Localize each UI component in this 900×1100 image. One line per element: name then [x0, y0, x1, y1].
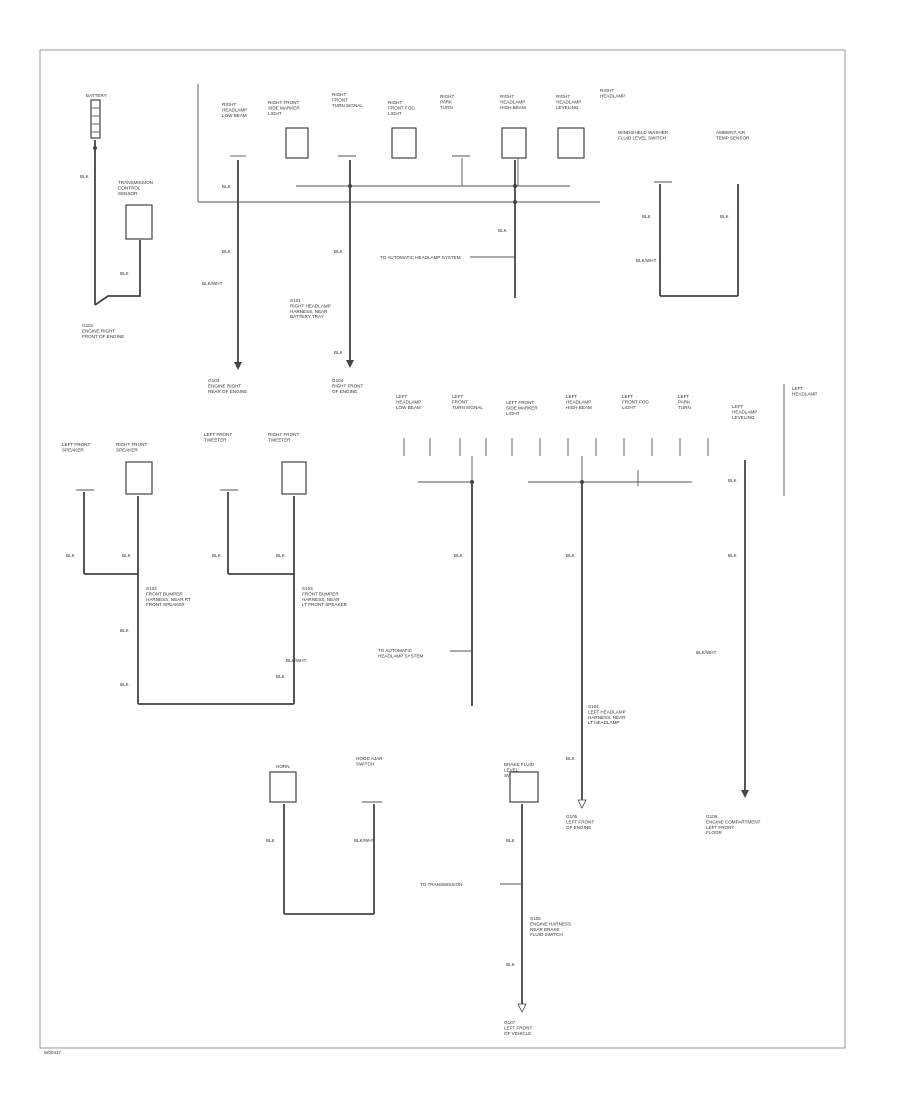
rt-fog-icon: [391, 127, 417, 159]
wire-color-label: BLK: [276, 553, 286, 558]
wire-color-label: BLK: [720, 214, 730, 219]
wire-color-label: BLK: [66, 553, 76, 558]
brake-fluid-icon: [509, 771, 539, 803]
wire-color-label: BLK/WHT: [354, 838, 375, 843]
wire-color-label: BLK: [120, 682, 130, 687]
rt-side-marker-icon: [285, 127, 309, 159]
diagram-frame: [39, 49, 846, 1049]
wire-color-label: BLK: [454, 553, 464, 558]
rt-leveling-icon: [557, 127, 585, 159]
wire-color-label: BLK: [566, 756, 576, 761]
to-auto-level-note: TO AUTOMATIC HEADLAMP SYSTEM: [380, 255, 461, 260]
wire-color-label: BLK: [566, 553, 576, 558]
horn-label: HORN: [276, 764, 290, 769]
wire-color-label: BLK/WHT: [696, 650, 717, 655]
wire-color-label: BLK: [212, 553, 222, 558]
wire-color-label: BLK: [506, 838, 516, 843]
rf-tweeter-icon: [281, 461, 307, 495]
rt-high-beam-icon: [501, 127, 527, 159]
wire-color-label: BLK: [498, 228, 508, 233]
wire-color-label: BLK: [120, 271, 130, 276]
wire-color-label: BLK: [120, 628, 130, 633]
wire-color-label: BLK/WHT: [202, 281, 223, 286]
wire-color-label: BLK: [334, 249, 344, 254]
wire-color-label: BLK/WHT: [286, 658, 307, 663]
battery-label: BATTERY: [86, 93, 107, 98]
wire-color-label: BLK: [222, 249, 232, 254]
wire-color-label: BLK: [276, 674, 286, 679]
wire-color-label: BLK/WHT: [636, 258, 657, 263]
transmission-sensor-icon: [125, 204, 153, 240]
wire-color-label: BLK: [222, 184, 232, 189]
horn-icon: [269, 771, 297, 803]
wire-color-label: BLK: [334, 350, 344, 355]
wire-color-label: BLK: [80, 174, 90, 179]
wire-color-label: BLK: [728, 553, 738, 558]
wire-color-label: BLK: [122, 553, 132, 558]
wire-color-label: BLK: [642, 214, 652, 219]
battery-icon: [90, 99, 101, 139]
rf-speaker-icon: [125, 461, 153, 495]
to-trans-note: TO TRANSMISSION: [420, 882, 462, 887]
wire-color-label: BLK: [728, 478, 738, 483]
diagram-code: W00417: [44, 1050, 62, 1055]
wire-color-label: BLK: [506, 962, 516, 967]
wire-color-label: BLK: [266, 838, 276, 843]
